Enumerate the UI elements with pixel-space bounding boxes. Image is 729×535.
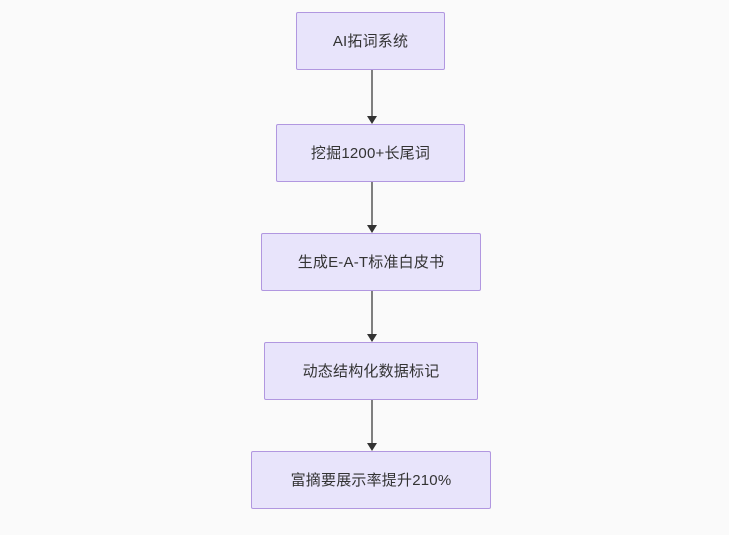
connector-line bbox=[371, 399, 373, 444]
flowchart-node-label: 挖掘1200+长尾词 bbox=[310, 144, 431, 162]
flowchart-node-dynamic-structured-data-markup[interactable]: 动态结构化数据标记 bbox=[264, 342, 478, 400]
flowchart-node-rich-snippet-rate-increase[interactable]: 富摘要展示率提升210% bbox=[251, 451, 491, 509]
flowchart-node-generate-eat-whitepaper[interactable]: 生成E-A-T标准白皮书 bbox=[261, 233, 481, 291]
flowchart-node-mine-longtail-keywords[interactable]: 挖掘1200+长尾词 bbox=[276, 124, 465, 182]
arrowhead-icon bbox=[367, 443, 377, 451]
flowchart-node-label: 动态结构化数据标记 bbox=[302, 362, 440, 380]
flowchart-node-label: 生成E-A-T标准白皮书 bbox=[297, 253, 445, 271]
arrowhead-icon bbox=[367, 116, 377, 124]
flowchart-node-label: 富摘要展示率提升210% bbox=[290, 471, 452, 489]
connector-line bbox=[371, 182, 373, 226]
connector-line bbox=[371, 70, 373, 117]
connector-line bbox=[371, 291, 373, 335]
arrowhead-icon bbox=[367, 225, 377, 233]
arrowhead-icon bbox=[367, 334, 377, 342]
flowchart-node-ai-keyword-system[interactable]: AI拓词系统 bbox=[296, 12, 445, 70]
flowchart-node-label: AI拓词系统 bbox=[332, 32, 409, 50]
